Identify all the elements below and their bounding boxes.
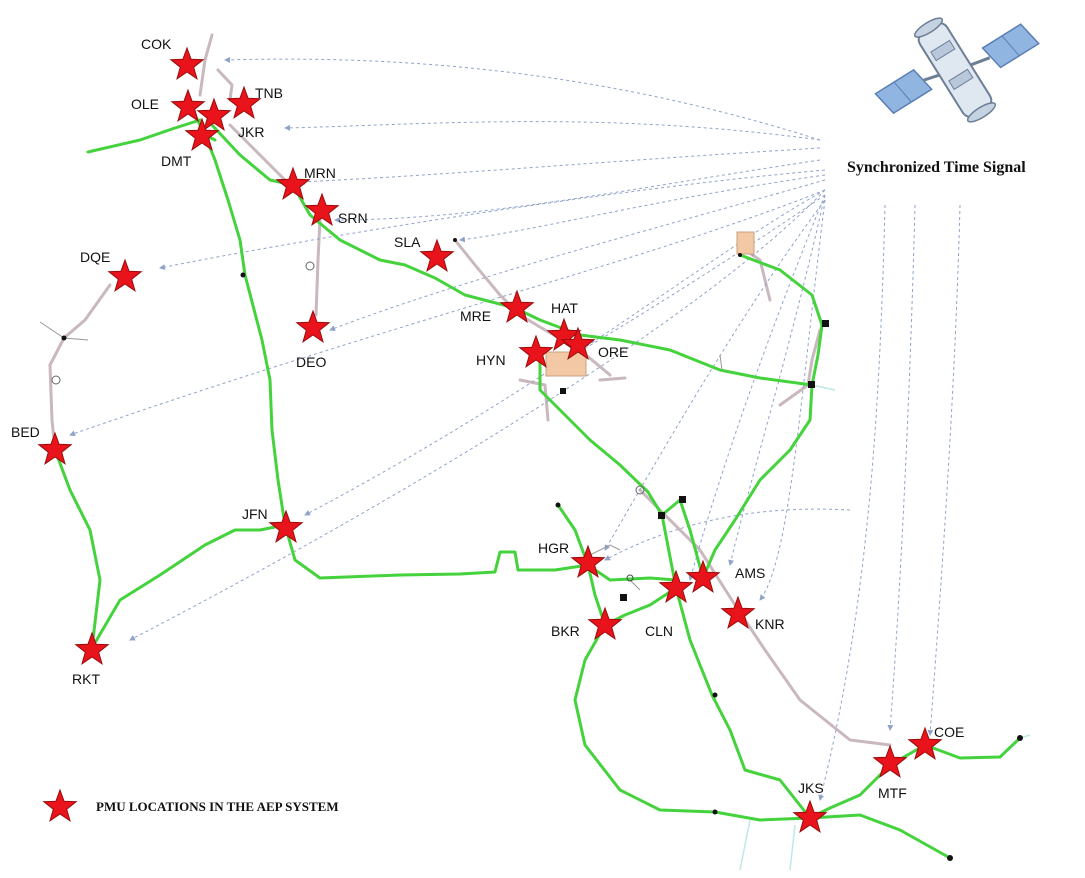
pmu-label-mrn: MRN (304, 165, 336, 181)
pmu-label-ams: AMS (735, 565, 765, 581)
pmu-star-dqe (107, 258, 143, 292)
pmu-label-tnb: TNB (255, 85, 283, 101)
substations (545, 231, 755, 377)
pmu-label-hgr: HGR (538, 540, 569, 556)
pmu-label-ore: ORE (598, 344, 628, 360)
connector-lines (39, 321, 723, 591)
pmu-star-coe (907, 726, 943, 760)
pmu-star-ole (170, 88, 206, 122)
pmu-star-dmt (184, 117, 220, 151)
pmu-label-srn: SRN (338, 210, 368, 226)
satellite-icon (874, 17, 1040, 123)
pmu-star-knr (720, 595, 756, 629)
pmu-star-deo (295, 309, 331, 343)
pmu-label-ole: OLE (131, 96, 159, 112)
legend: PMU LOCATIONS IN THE AEP SYSTEM (42, 788, 339, 822)
legend-star-icon (42, 788, 78, 822)
pmu-label-rkt: RKT (72, 671, 100, 687)
pmu-star-mtf (872, 744, 908, 778)
pmu-star-mre (499, 289, 535, 323)
pmu-star-mrn (275, 166, 311, 200)
pmu-star-ore (560, 326, 596, 360)
pmu-label-cln: CLN (645, 623, 673, 639)
pmu-label-coe: COE (934, 724, 964, 740)
pmu-star-cln (658, 569, 694, 603)
pmu-label-dmt: DMT (161, 153, 192, 169)
pmu-label-dqe: DQE (80, 249, 110, 265)
pmu-label-sla: SLA (394, 234, 421, 250)
pmu-label-bkr: BKR (551, 623, 580, 639)
pmu-label-hat: HAT (551, 300, 578, 316)
pmu-label-knr: KNR (755, 616, 785, 632)
time-signal-arrows (69, 56, 961, 801)
pmu-star-bed (37, 431, 73, 465)
pmu-labels: COK OLE TNB JKR DMT MRN SRN SLA DQE DEO MRE HAT HYN O… (11, 36, 964, 801)
pmu-stars (37, 46, 943, 833)
pmu-label-bed: BED (11, 424, 40, 440)
pmu-star-rkt (74, 631, 110, 665)
node-markers (51, 238, 1023, 861)
pmu-star-tnb (226, 85, 262, 119)
pmu-star-jks (792, 799, 828, 833)
pmu-label-mtf: MTF (878, 785, 907, 801)
pmu-star-cok (169, 46, 205, 80)
pmu-label-cok: COK (141, 36, 172, 52)
pmu-star-hyn (518, 334, 554, 368)
pmu-label-jks: JKS (798, 780, 824, 796)
pmu-star-jkr (196, 97, 232, 131)
pmu-star-jfn (268, 509, 304, 543)
pmu-label-jkr: JKR (238, 124, 264, 140)
pmu-star-hat (546, 317, 582, 351)
pmu-star-bkr (587, 606, 623, 640)
pmu-label-jfn: JFN (242, 506, 268, 522)
pmu-label-mre: MRE (460, 308, 491, 324)
pmu-label-deo: DEO (296, 354, 326, 370)
secondary-lines (48, 33, 892, 747)
pmu-star-sla (419, 238, 455, 272)
signal-label: Synchronized Time Signal (847, 159, 1026, 176)
transmission-lines (53, 103, 1022, 860)
pmu-star-hgr (570, 544, 606, 578)
pmu-label-hyn: HYN (476, 352, 506, 368)
pmu-star-ams (685, 559, 721, 593)
pmu-star-srn (304, 192, 340, 226)
legend-label: PMU LOCATIONS IN THE AEP SYSTEM (96, 799, 339, 814)
